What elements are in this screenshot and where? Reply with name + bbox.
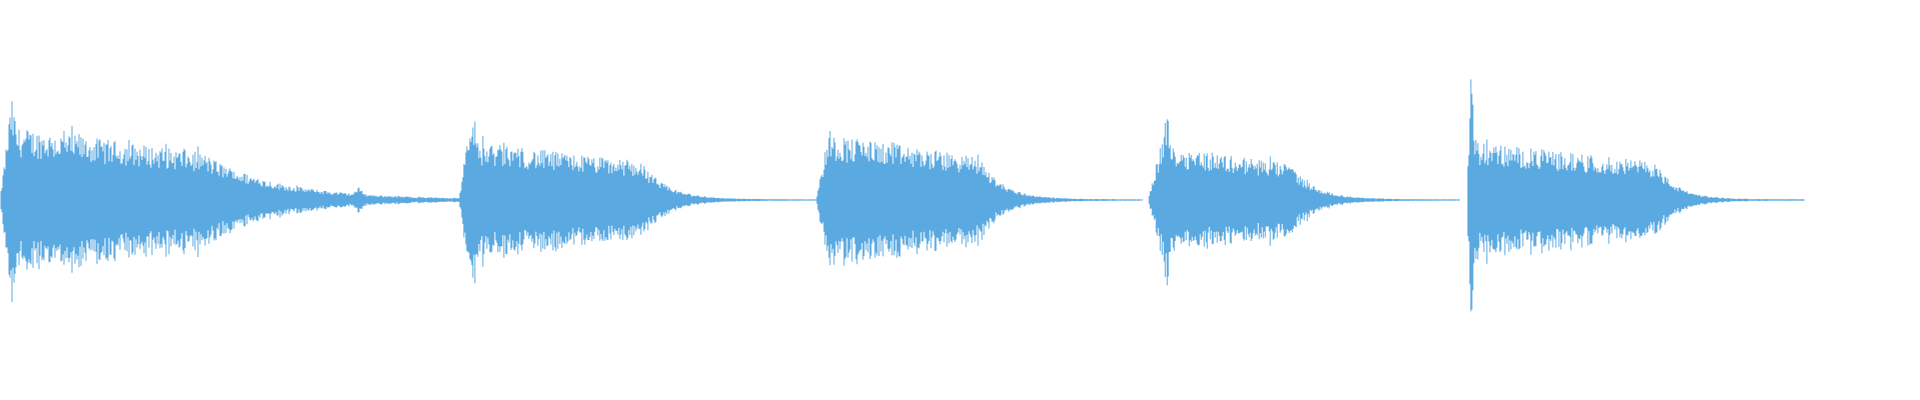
waveform-path bbox=[1467, 79, 1805, 312]
waveform-path bbox=[459, 121, 817, 284]
waveform-path bbox=[1148, 119, 1460, 286]
waveform-hit-4 bbox=[1148, 119, 1460, 286]
waveform-hit-3 bbox=[816, 131, 1143, 266]
waveform-path bbox=[816, 131, 1143, 266]
waveform-hit-5 bbox=[1467, 79, 1805, 312]
waveform-hit-2 bbox=[459, 121, 817, 284]
waveform-segments bbox=[0, 79, 1805, 312]
